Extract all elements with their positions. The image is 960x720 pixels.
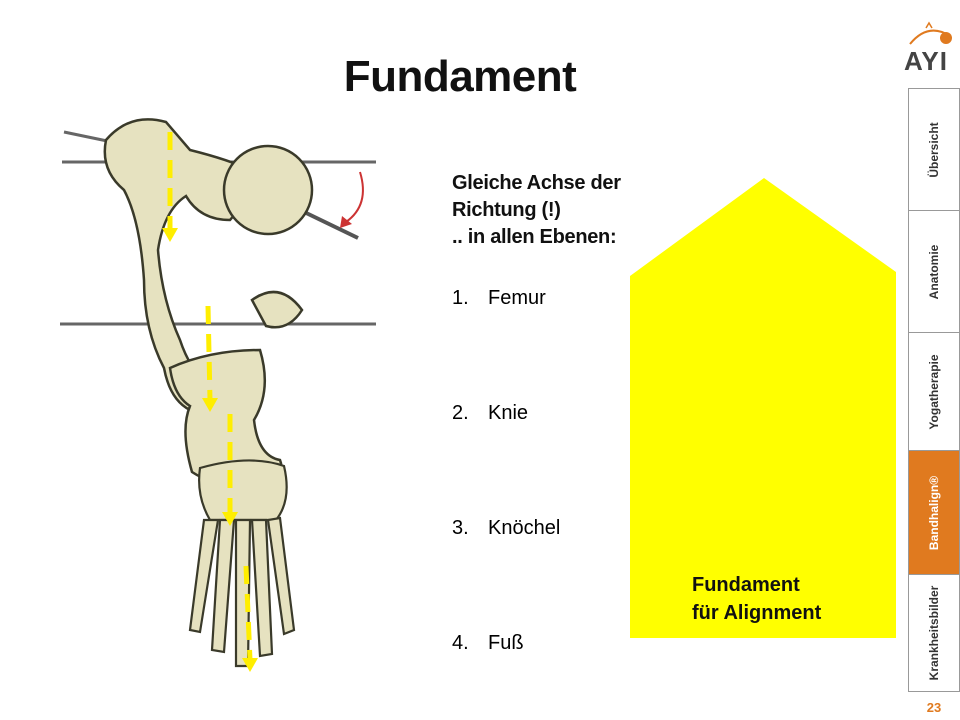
tab-label: Übersicht — [927, 122, 941, 177]
slide-title: Fundament — [0, 52, 920, 102]
rotation-arrow-icon — [346, 172, 363, 222]
tab-anatomie[interactable]: Anatomie — [909, 211, 959, 333]
house-label-line: für Alignment — [692, 599, 821, 627]
list-item-number: 4. — [452, 632, 488, 655]
house-label-line: Fundament — [692, 571, 821, 599]
tab-label: Yogatherapie — [927, 354, 941, 429]
list-item-number: 3. — [452, 517, 488, 540]
brand-logo: AYI — [896, 18, 960, 74]
foot-bones — [190, 460, 294, 666]
house-label: Fundament für Alignment — [692, 571, 821, 627]
tab-label: Anatomie — [927, 244, 941, 299]
list-item-label: Knöchel — [488, 517, 560, 539]
list-item-label: Femur — [488, 287, 546, 309]
tab-uebersicht[interactable]: Übersicht — [909, 89, 959, 211]
list-item-number: 1. — [452, 287, 488, 310]
list-item-label: Fuß — [488, 632, 524, 654]
tab-krankheitsbilder[interactable]: Krankheitsbilder — [909, 575, 959, 691]
list-item: 2.Knie — [452, 402, 528, 425]
tab-label: Bandhalign® — [927, 475, 941, 549]
foundation-house-shape — [630, 178, 896, 638]
tab-bandhalign[interactable]: Bandhalign® — [909, 451, 959, 575]
tab-yogatherapie[interactable]: Yogatherapie — [909, 333, 959, 451]
leg-skeleton-illustration — [40, 100, 400, 680]
list-item-number: 2. — [452, 402, 488, 425]
logo-text: AYI — [904, 46, 948, 77]
list-item: 4.Fuß — [452, 632, 524, 655]
tab-label: Krankheitsbilder — [927, 586, 941, 681]
list-item: 1.Femur — [452, 287, 546, 310]
list-item: 3.Knöchel — [452, 517, 560, 540]
list-item-label: Knie — [488, 402, 528, 424]
section-sidebar: Übersicht Anatomie Yogatherapie Bandhali… — [908, 88, 960, 692]
page-number: 23 — [908, 700, 960, 715]
